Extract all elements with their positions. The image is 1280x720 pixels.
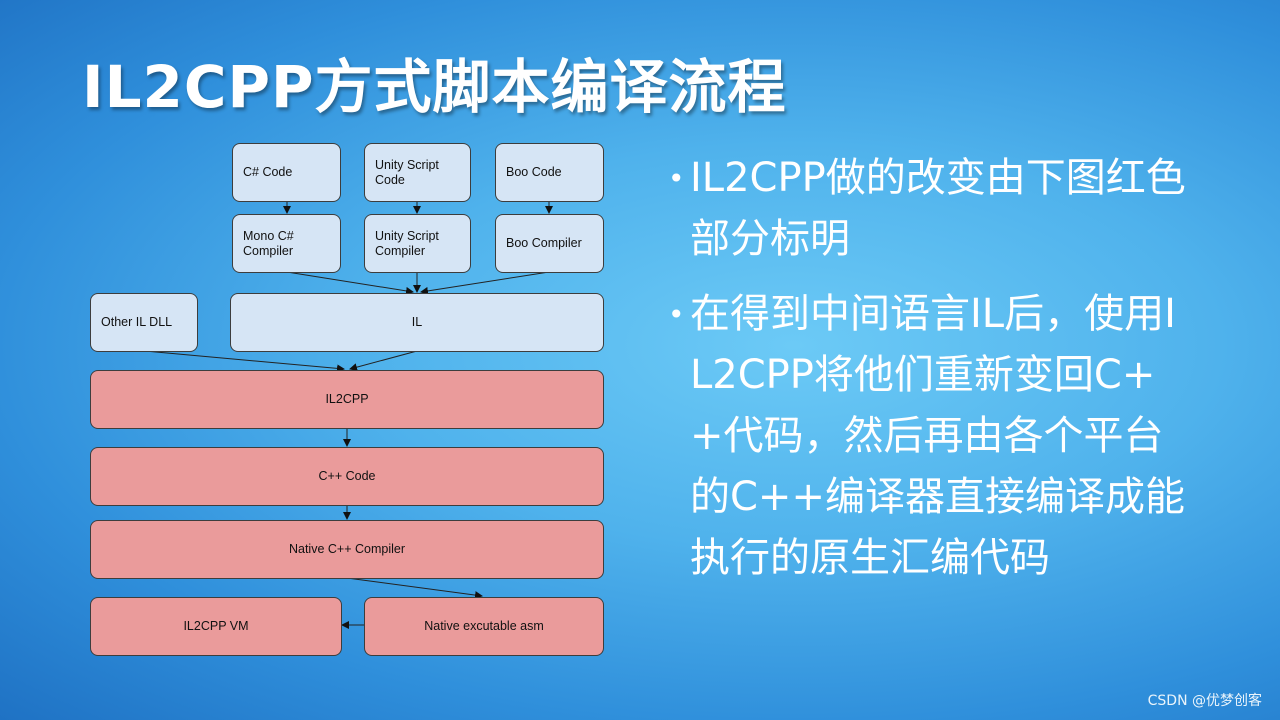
node-native-cpp-compiler: Native C++ Compiler xyxy=(90,520,604,579)
bullet-dot: • xyxy=(668,162,685,195)
watermark: CSDN @优梦创客 xyxy=(1147,693,1262,709)
node-other-il-dll: Other IL DLL xyxy=(90,293,198,352)
arrow-il-to-il2cpp xyxy=(349,350,418,372)
node-boo-compiler: Boo Compiler xyxy=(495,214,604,273)
node-il2cpp-vm: IL2CPP VM xyxy=(90,597,342,656)
node-native-executable-asm: Native excutable asm xyxy=(364,597,604,656)
node-il2cpp: IL2CPP xyxy=(90,370,604,429)
arrow-mono-to-il xyxy=(286,271,414,295)
node-mono-csharp-compiler: Mono C# Compiler xyxy=(232,214,341,273)
diagram-arrows xyxy=(144,201,553,629)
arrow-boo-compiler-to-il xyxy=(420,271,550,295)
il2cpp-flow-diagram: C# Code Unity Script Code Boo Code Mono … xyxy=(0,0,620,670)
node-cpp-code: C++ Code xyxy=(90,447,604,506)
bullet-text: 在得到中间语言IL后，使用IL2CPP将他们重新变回C++代码，然后再由各个平台… xyxy=(690,291,1185,581)
arrow-native-compiler-to-asm xyxy=(346,577,483,600)
bullet-item: • IL2CPP做的改变由下图红色部分标明 xyxy=(668,148,1188,270)
bullet-text: IL2CPP做的改变由下图红色部分标明 xyxy=(690,155,1186,262)
node-il: IL xyxy=(230,293,604,352)
node-unity-script-compiler: Unity Script Compiler xyxy=(364,214,471,273)
bullet-list: • IL2CPP做的改变由下图红色部分标明 • 在得到中间语言IL后，使用IL2… xyxy=(668,148,1188,603)
node-unity-script-code: Unity Script Code xyxy=(364,143,471,202)
bullet-item: • 在得到中间语言IL后，使用IL2CPP将他们重新变回C++代码，然后再由各个… xyxy=(668,284,1188,589)
node-csharp-code: C# Code xyxy=(232,143,341,202)
node-boo-code: Boo Code xyxy=(495,143,604,202)
bullet-dot: • xyxy=(668,298,685,331)
slide-title: IL2CPP方式脚本编译流程 xyxy=(82,53,787,121)
arrow-other-il-to-il2cpp xyxy=(144,350,345,373)
